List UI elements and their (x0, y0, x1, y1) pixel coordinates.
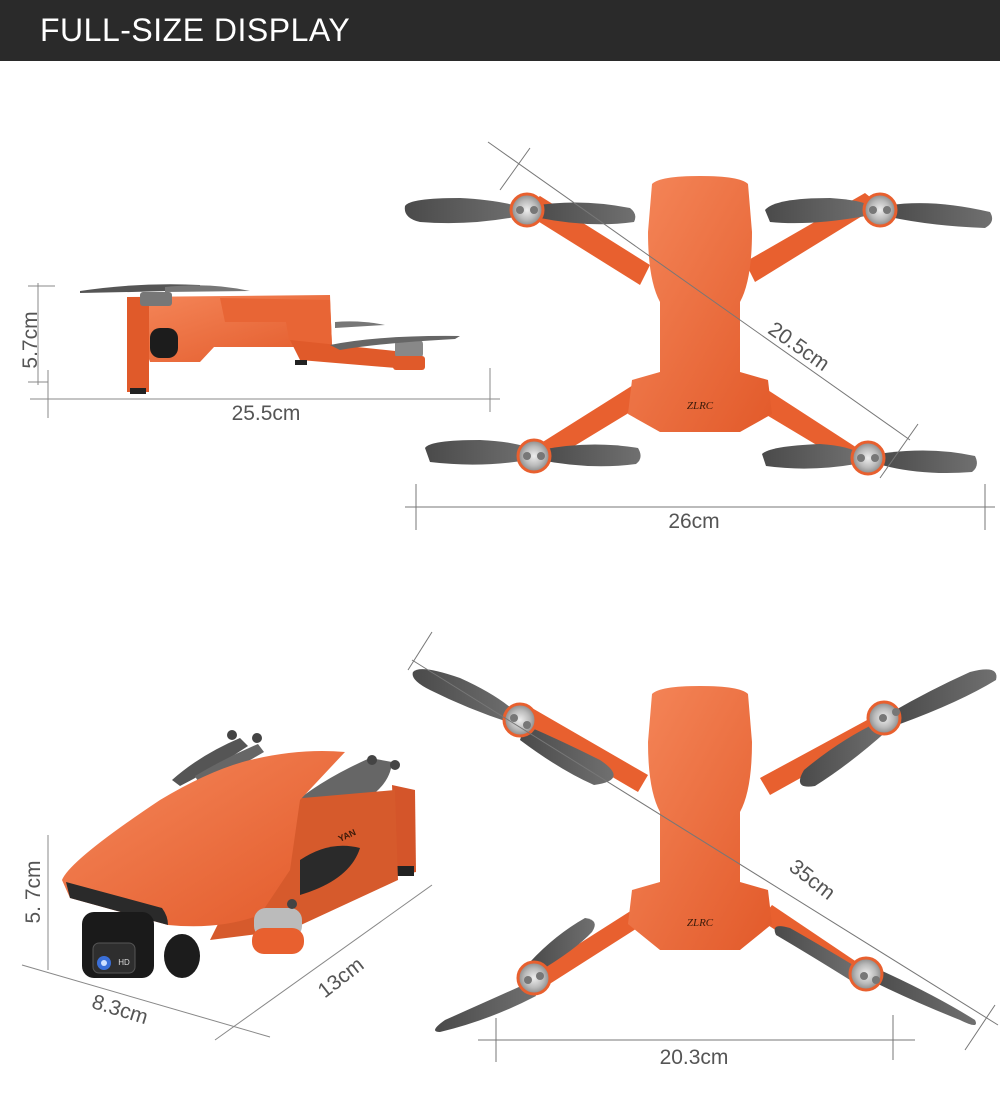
folded-perspective-view: YAN HD 5. 7cm 8.3cm 13cm (21, 730, 433, 1041)
camera-hd-badge: HD (118, 958, 130, 967)
width-dimension-label: 26cm (668, 510, 719, 533)
brand-logo: ZLRC (687, 400, 714, 412)
unfolded-top-view-parallel: ZLRC (404, 141, 995, 533)
dimension-lines (28, 283, 500, 418)
height-dimension-label: 5. 7cm (22, 860, 45, 923)
dimension-lines (405, 141, 995, 530)
page-title: FULL-SIZE DISPLAY (40, 12, 351, 48)
propellers (412, 669, 997, 1032)
motors (509, 192, 898, 476)
propellers (404, 198, 993, 473)
brand-logo: ZLRC (687, 917, 714, 929)
header-bar: FULL-SIZE DISPLAY (0, 0, 1000, 61)
width-dimension-label: 8.3cm (89, 990, 150, 1029)
dimension-lines (21, 835, 433, 1041)
length-dimension-label: 13cm (314, 953, 369, 1003)
motors (502, 700, 902, 996)
length-dimension-label: 25.5cm (232, 402, 301, 425)
folded-side-view: 5.7cm 25.5cm (19, 283, 500, 425)
diagonal-dimension-label: 20.5cm (764, 318, 834, 376)
height-dimension-label: 5.7cm (19, 311, 42, 368)
dimension-lines (407, 631, 999, 1062)
width-dimension-label: 20.3cm (660, 1046, 729, 1069)
unfolded-top-view-extended: ZLRC 35 (407, 631, 999, 1069)
